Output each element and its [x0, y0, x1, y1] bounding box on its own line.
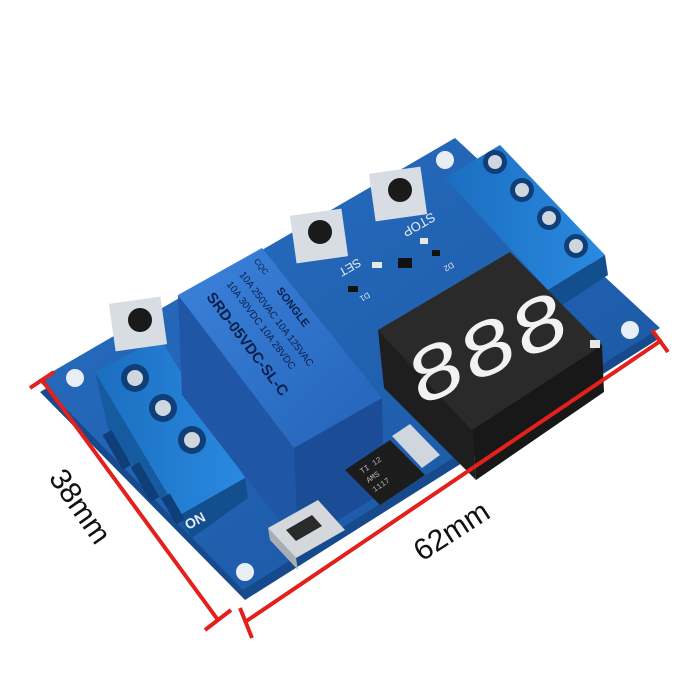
screw-terminal-icon: [95, 338, 248, 538]
micro-usb-port-icon: [268, 500, 345, 570]
mounting-holes: [66, 151, 639, 581]
width-dimension-label: 62mm: [408, 495, 496, 568]
push-button-icon: [108, 296, 168, 352]
push-button-icon: [368, 166, 428, 222]
dimension-height: [28, 370, 233, 632]
screw-terminal-icon: [445, 145, 608, 312]
height-dimension-label: 38mm: [42, 463, 117, 550]
regulator-chip: [345, 424, 440, 505]
dimension-width: [238, 328, 670, 639]
push-button-icon: [289, 208, 349, 264]
smd-components: [348, 238, 600, 348]
